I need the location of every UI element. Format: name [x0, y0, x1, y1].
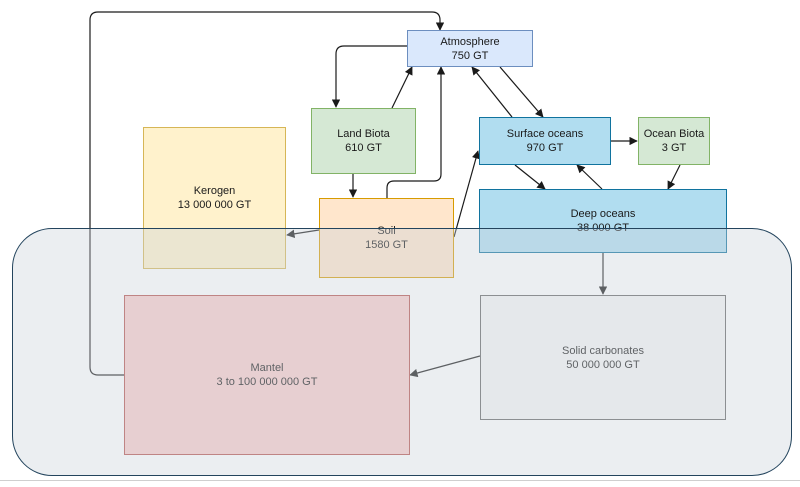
atmosphere-value: 750 GT — [451, 49, 489, 62]
edge-soil-atmosphere — [386, 66, 446, 198]
ocean-biota-label: Ocean Biota — [643, 128, 705, 140]
edge-atmosphere-surfaceoceans — [499, 66, 544, 118]
mantel-label: Mantel — [250, 362, 284, 374]
kerogen-label: Kerogen — [193, 185, 236, 197]
mantel-node[interactable]: Mantel 3 to 100 000 000 GT — [124, 295, 410, 455]
land-biota-value: 610 GT — [345, 142, 382, 154]
ocean-biota-node[interactable]: Ocean Biota 3 GT — [638, 117, 710, 165]
kerogen-node[interactable]: Kerogen 13 000 000 GT — [143, 127, 286, 269]
edge-soil-kerogen — [286, 229, 320, 238]
edge-oceanbiota-deepoceans — [667, 164, 681, 190]
surface-oceans-label: Surface oceans — [506, 128, 584, 140]
edge-solidcarbonates-mantel — [409, 355, 481, 378]
edge-soil-surfaceoceans — [453, 150, 481, 238]
kerogen-value: 13 000 000 GT — [177, 199, 252, 211]
deep-oceans-node[interactable]: Deep oceans 38 000 GT — [479, 189, 727, 253]
solid-carbonates-label: Solid carbonates — [562, 344, 644, 357]
ocean-biota-value: 3 GT — [661, 142, 687, 154]
edge-surfaceoceans-atmosphere — [471, 66, 513, 118]
solid-carbonates-value: 50 000 000 GT — [566, 358, 640, 371]
surface-oceans-value: 970 GT — [526, 142, 564, 154]
soil-node[interactable]: Soil 1580 GT — [319, 198, 454, 278]
soil-value: 1580 GT — [365, 239, 408, 251]
mantel-value: 3 to 100 000 000 GT — [216, 376, 318, 388]
atmosphere-label: Atmosphere — [440, 35, 500, 48]
surface-oceans-node[interactable]: Surface oceans 970 GT — [479, 117, 611, 165]
land-biota-node[interactable]: Land Biota 610 GT — [311, 108, 416, 174]
earth-crust-container[interactable] — [12, 228, 792, 476]
edge-landbiota-atmosphere — [391, 66, 413, 109]
land-biota-label: Land Biota — [337, 128, 390, 140]
edge-mantel-atmosphere — [89, 11, 445, 376]
edge-atmosphere-landbiota — [331, 45, 407, 108]
solid-carbonates-node[interactable]: Solid carbonates 50 000 000 GT — [480, 295, 726, 420]
page-divider — [0, 480, 800, 481]
atmosphere-node[interactable]: Atmosphere 750 GT — [407, 30, 533, 67]
deep-oceans-label: Deep oceans — [570, 208, 636, 220]
edge-deepoceans-surfaceoceans — [576, 164, 603, 190]
edge-surfaceoceans-deepoceans — [514, 164, 546, 190]
